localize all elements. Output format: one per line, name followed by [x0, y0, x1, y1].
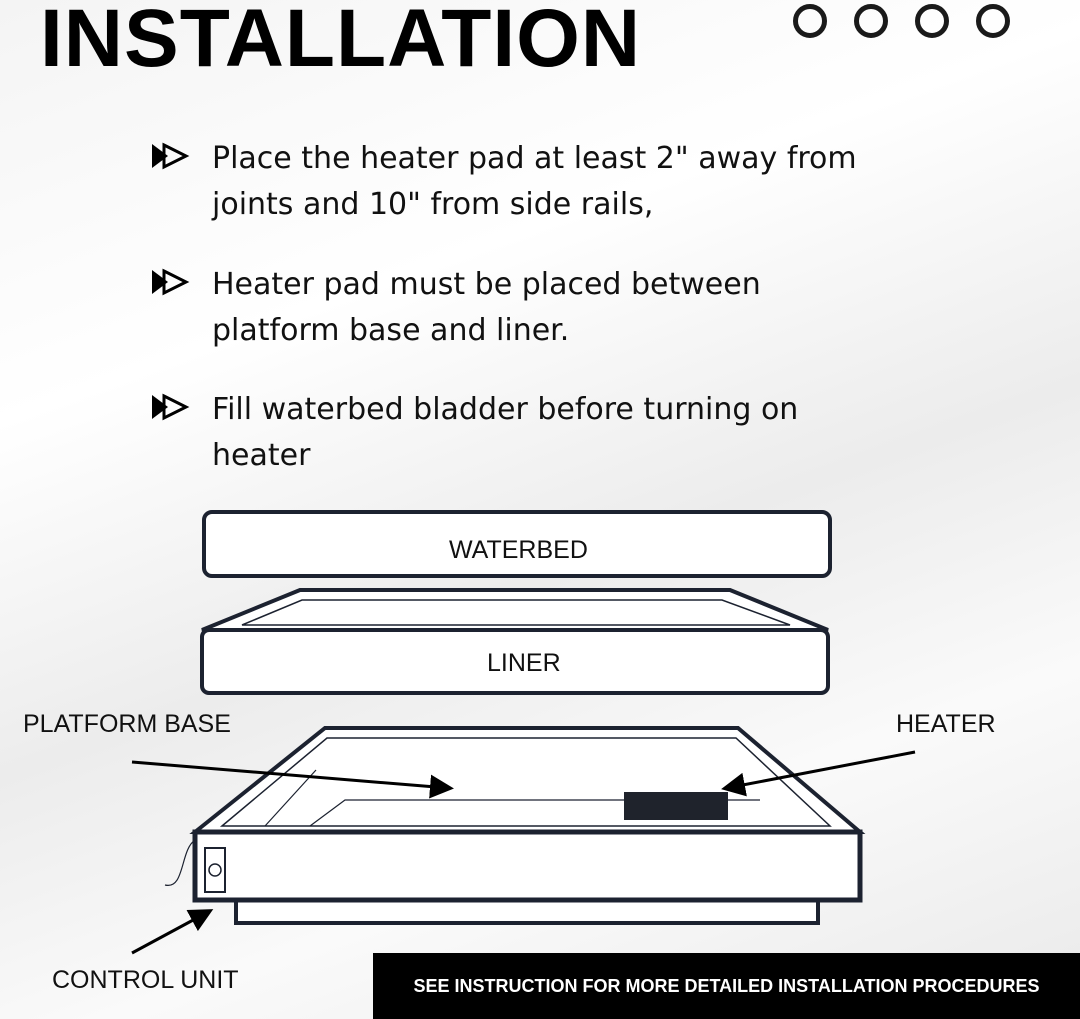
heater-label: HEATER — [896, 710, 996, 738]
waterbed-layer — [202, 510, 832, 578]
platform-base-label: PLATFORM BASE — [23, 710, 231, 738]
instruction-text: Heater pad must be placed between platfo… — [212, 267, 761, 348]
platform-base — [164, 726, 866, 925]
double-arrow-icon — [152, 393, 190, 421]
instruction-text: Fill waterbed bladder before turning on … — [212, 392, 799, 473]
heater-pad — [624, 792, 728, 820]
instruction-item: Fill waterbed bladder before turning on … — [150, 387, 862, 479]
indicator-dot — [793, 4, 827, 38]
page-title: INSTALLATION — [40, 0, 642, 84]
page-indicator — [793, 4, 1010, 38]
liner-label: LINER — [487, 649, 561, 677]
indicator-dot — [976, 4, 1010, 38]
control-unit-label: CONTROL UNIT — [52, 966, 239, 994]
indicator-dot — [854, 4, 888, 38]
liner-layer — [200, 588, 830, 695]
instructions-banner: SEE INSTRUCTION FOR MORE DETAILED INSTAL… — [373, 953, 1080, 1019]
double-arrow-icon — [152, 268, 190, 296]
double-arrow-icon — [152, 142, 190, 170]
instruction-item: Heater pad must be placed between platfo… — [150, 262, 862, 354]
indicator-dot — [915, 4, 949, 38]
waterbed-label: WATERBED — [449, 536, 588, 564]
instruction-text: Place the heater pad at least 2" away fr… — [212, 141, 857, 222]
instruction-item: Place the heater pad at least 2" away fr… — [150, 136, 862, 228]
